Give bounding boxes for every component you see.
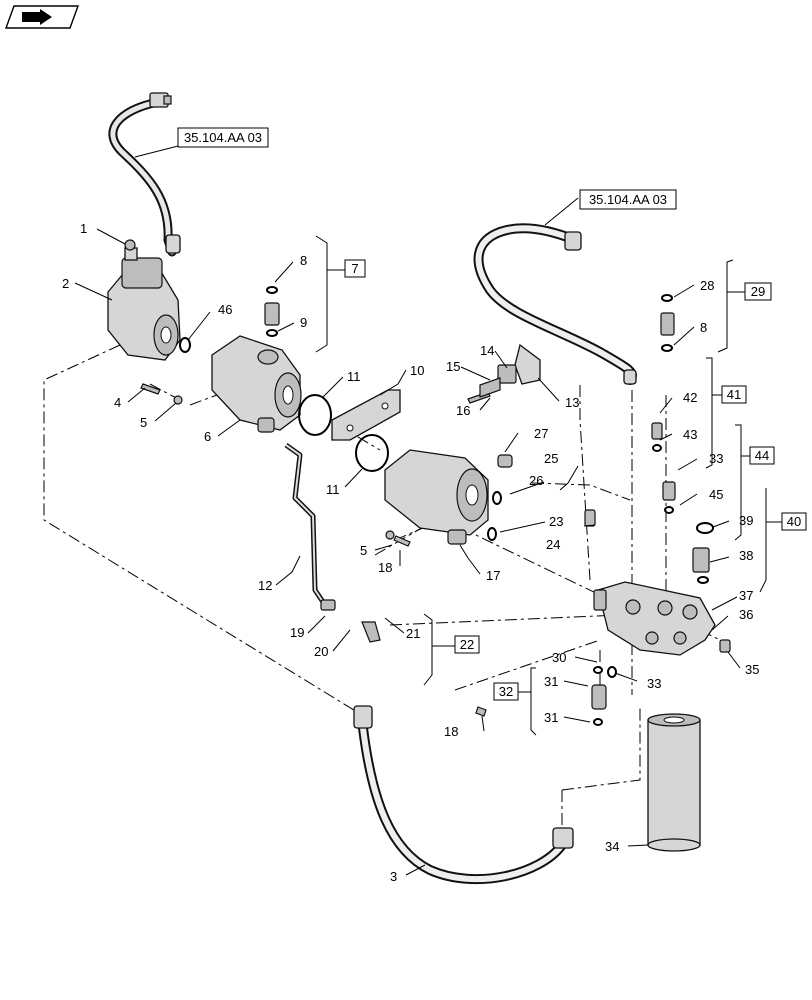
fittings	[140, 302, 731, 717]
callout-6: 6	[204, 429, 211, 444]
callout-31a: 31	[544, 674, 558, 689]
callout-10: 10	[410, 363, 424, 378]
group-box-40: 40	[787, 514, 801, 529]
callout-43: 43	[683, 427, 697, 442]
callout-23: 23	[549, 514, 563, 529]
callout-18a: 18	[378, 560, 392, 575]
callout-9: 9	[300, 315, 307, 330]
callout-24: 24	[546, 537, 560, 552]
callout-31b: 31	[544, 710, 558, 725]
reference-left[interactable]: 35.104.AA 03	[184, 130, 262, 145]
group-box-22: 22	[460, 637, 474, 652]
callout-12: 12	[258, 578, 272, 593]
callout-34: 34	[605, 839, 619, 854]
callout-39: 39	[739, 513, 753, 528]
callout-8a: 8	[300, 253, 307, 268]
group-brackets	[315, 235, 782, 736]
callout-21: 21	[406, 626, 420, 641]
callout-35: 35	[745, 662, 759, 677]
callout-15: 15	[446, 359, 460, 374]
group-box-7: 7	[351, 261, 358, 276]
reference-boxes: 35.104.AA 03 35.104.AA 03	[177, 127, 677, 210]
callout-2: 2	[62, 276, 69, 291]
callout-42: 42	[683, 390, 697, 405]
callout-labels: 1 2 3 4 5 5 6 8 8 9 10 11 11 12 13 14 15…	[62, 221, 759, 884]
callout-4: 4	[114, 395, 121, 410]
group-box-44: 44	[755, 448, 769, 463]
callout-13: 13	[565, 395, 579, 410]
callout-38: 38	[739, 548, 753, 563]
book-arrow-icon[interactable]	[5, 5, 79, 29]
group-box-29: 29	[751, 284, 765, 299]
callout-36: 36	[739, 607, 753, 622]
callout-5a: 5	[140, 415, 147, 430]
callout-26: 26	[529, 473, 543, 488]
callout-1: 1	[80, 221, 87, 236]
callout-5b: 5	[360, 543, 367, 558]
callout-46: 46	[218, 302, 232, 317]
reference-right[interactable]: 35.104.AA 03	[589, 192, 667, 207]
lower-hose	[353, 705, 574, 885]
callout-11a: 11	[347, 369, 361, 384]
steel-tube	[284, 442, 381, 643]
callout-20: 20	[314, 644, 328, 659]
callout-28: 28	[700, 278, 714, 293]
middle-pump	[211, 335, 302, 433]
rear-pump	[384, 449, 489, 545]
filter	[647, 713, 701, 852]
callout-17: 17	[486, 568, 500, 583]
callout-30: 30	[552, 650, 566, 665]
callout-33a: 33	[709, 451, 723, 466]
leader-lines	[74, 145, 741, 876]
callout-33b: 33	[647, 676, 661, 691]
mount-bracket	[479, 343, 541, 398]
callout-45: 45	[709, 487, 723, 502]
callout-16: 16	[456, 403, 470, 418]
callout-8b: 8	[700, 320, 707, 335]
valve-block	[593, 581, 716, 656]
o-rings	[179, 286, 714, 726]
callout-25: 25	[544, 451, 558, 466]
callout-27: 27	[534, 426, 548, 441]
group-box-41: 41	[727, 387, 741, 402]
callout-3: 3	[390, 869, 397, 884]
callout-18b: 18	[444, 724, 458, 739]
left-pump	[107, 239, 181, 361]
group-box-32: 32	[499, 684, 513, 699]
callout-19: 19	[290, 625, 304, 640]
callout-37: 37	[739, 588, 753, 603]
callout-11b: 11	[326, 482, 340, 497]
upper-right-hose	[473, 223, 637, 385]
callout-14: 14	[480, 343, 494, 358]
upper-left-hose	[108, 92, 181, 257]
group-boxes: 7 22 29 32 40 41 44	[344, 259, 807, 701]
bracket	[331, 389, 401, 441]
